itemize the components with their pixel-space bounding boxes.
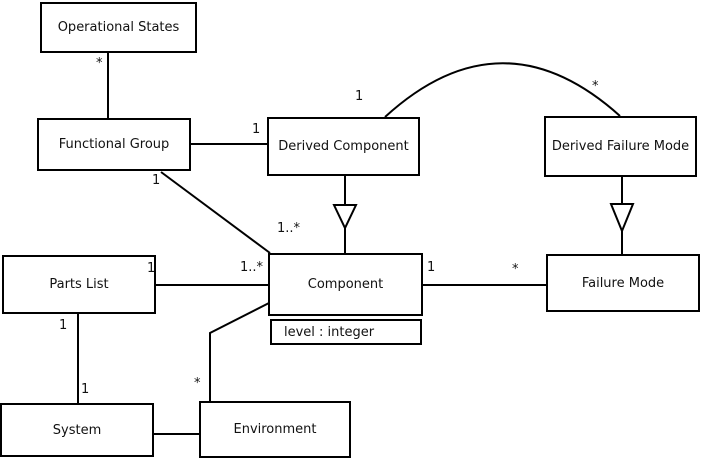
class-attribute-component-level: level : integer [270,319,422,345]
edge-functional-group-component [160,171,271,254]
multiplicity-parts-list-system-lower: 1 [81,382,90,397]
class-label: Functional Group [58,137,170,152]
multiplicity-parts-list-component-one: 1 [147,261,156,276]
generalization-triangle-icon [609,203,635,234]
class-box-failure-mode: Failure Mode [546,254,700,312]
multiplicity-operational-states-functional-group: * [96,56,103,71]
class-box-parts-list: Parts List [2,255,156,314]
class-label: Operational States [57,20,180,35]
multiplicity-parts-list-system-upper: 1 [59,318,68,333]
multiplicity-derived-component-arc: 1 [355,89,364,104]
multiplicity-environment-component: * [194,376,201,391]
class-label: Parts List [49,277,109,292]
class-box-functional-group: Functional Group [37,118,191,171]
class-label: Component [307,277,384,292]
multiplicity-component-failure-mode-one: 1 [427,260,436,275]
class-box-operational-states: Operational States [40,2,197,53]
class-label: Failure Mode [581,275,665,291]
multiplicity-functional-group-component-many: 1..* [277,221,301,236]
edge-derived-component-derived-failure-mode-arc [384,62,621,118]
class-box-environment: Environment [199,401,351,458]
multiplicity-component-failure-mode-many: * [512,262,519,277]
class-label: System [52,422,102,438]
class-label: Environment [233,422,317,437]
class-label: Derived Failure Mode [551,139,690,154]
class-box-derived-failure-mode: Derived Failure Mode [544,116,697,177]
attribute-label: level : integer [284,324,375,340]
class-box-system: System [0,403,154,457]
edge-environment-component [209,302,270,401]
multiplicity-parts-list-component-many: 1..* [240,260,264,275]
class-label: Derived Component [278,139,409,154]
multiplicity-derived-failure-mode-arc: * [592,79,599,94]
multiplicity-functional-group-component-one: 1 [152,173,161,188]
class-box-derived-component: Derived Component [267,117,420,176]
class-box-component: Component [268,253,423,316]
generalization-triangle-icon [332,204,358,231]
multiplicity-functional-group-derived-component: 1 [252,122,261,137]
